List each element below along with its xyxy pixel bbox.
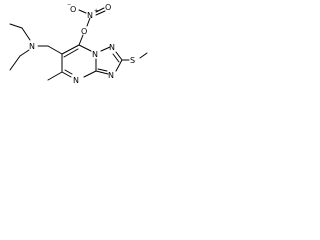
bond-ester-o-c7	[78, 34, 84, 46]
bond-n3-c3a-a	[95, 70, 109, 75]
atom-label-nitrate-n: N	[87, 11, 93, 20]
bond-n1-c2-a	[115, 51, 123, 61]
atom-label-n1: N	[109, 43, 115, 52]
bond-n-ester-o	[86, 17, 91, 27]
bond-n-ethyl2-b	[9, 55, 21, 71]
atom-label-o-double: O	[105, 3, 111, 12]
bond-n4-c3a	[83, 70, 97, 78]
bond-n8a-n1	[100, 46, 111, 52]
atom-label-amine-n: N	[29, 42, 35, 51]
bond-n-ethyl2-a	[19, 49, 30, 57]
bond-c5-n4-b	[64, 69, 73, 75]
atom-label-n3: N	[108, 71, 114, 80]
bond-n3-c3a-b	[97, 68, 108, 72]
bond-n1-c2-b	[112, 53, 120, 63]
charge-plus: +	[94, 8, 98, 14]
bond-n-o-double-b	[95, 10, 106, 16]
bond-s-methyl	[139, 52, 148, 59]
atom-label-n8a: N	[92, 50, 98, 59]
bond-c7-c6-a	[61, 44, 80, 55]
bond-no-minus	[78, 9, 87, 14]
bond-c5-n4-a	[61, 71, 72, 78]
atom-label-n4: N	[73, 76, 79, 85]
bond-c2-n3	[115, 59, 123, 72]
bond-n-o-double-a	[95, 7, 105, 13]
atom-label-sulfur: S	[130, 56, 135, 65]
bond-n-ethyl1-a	[21, 27, 31, 41]
chemical-structure-diagram: O − N + O O N N N N N S	[9, 2, 148, 85]
charge-minus: −	[67, 2, 71, 8]
bond-c6-ch2	[47, 45, 63, 55]
bond-c7-c6-b	[63, 48, 79, 58]
bond-n8a-c7	[78, 44, 92, 52]
atom-label-ester-o: O	[81, 27, 87, 36]
bond-c5-methyl	[47, 71, 63, 81]
atom-label-o-minus: O	[70, 5, 76, 14]
bond-n-ethyl1-b	[9, 23, 23, 29]
